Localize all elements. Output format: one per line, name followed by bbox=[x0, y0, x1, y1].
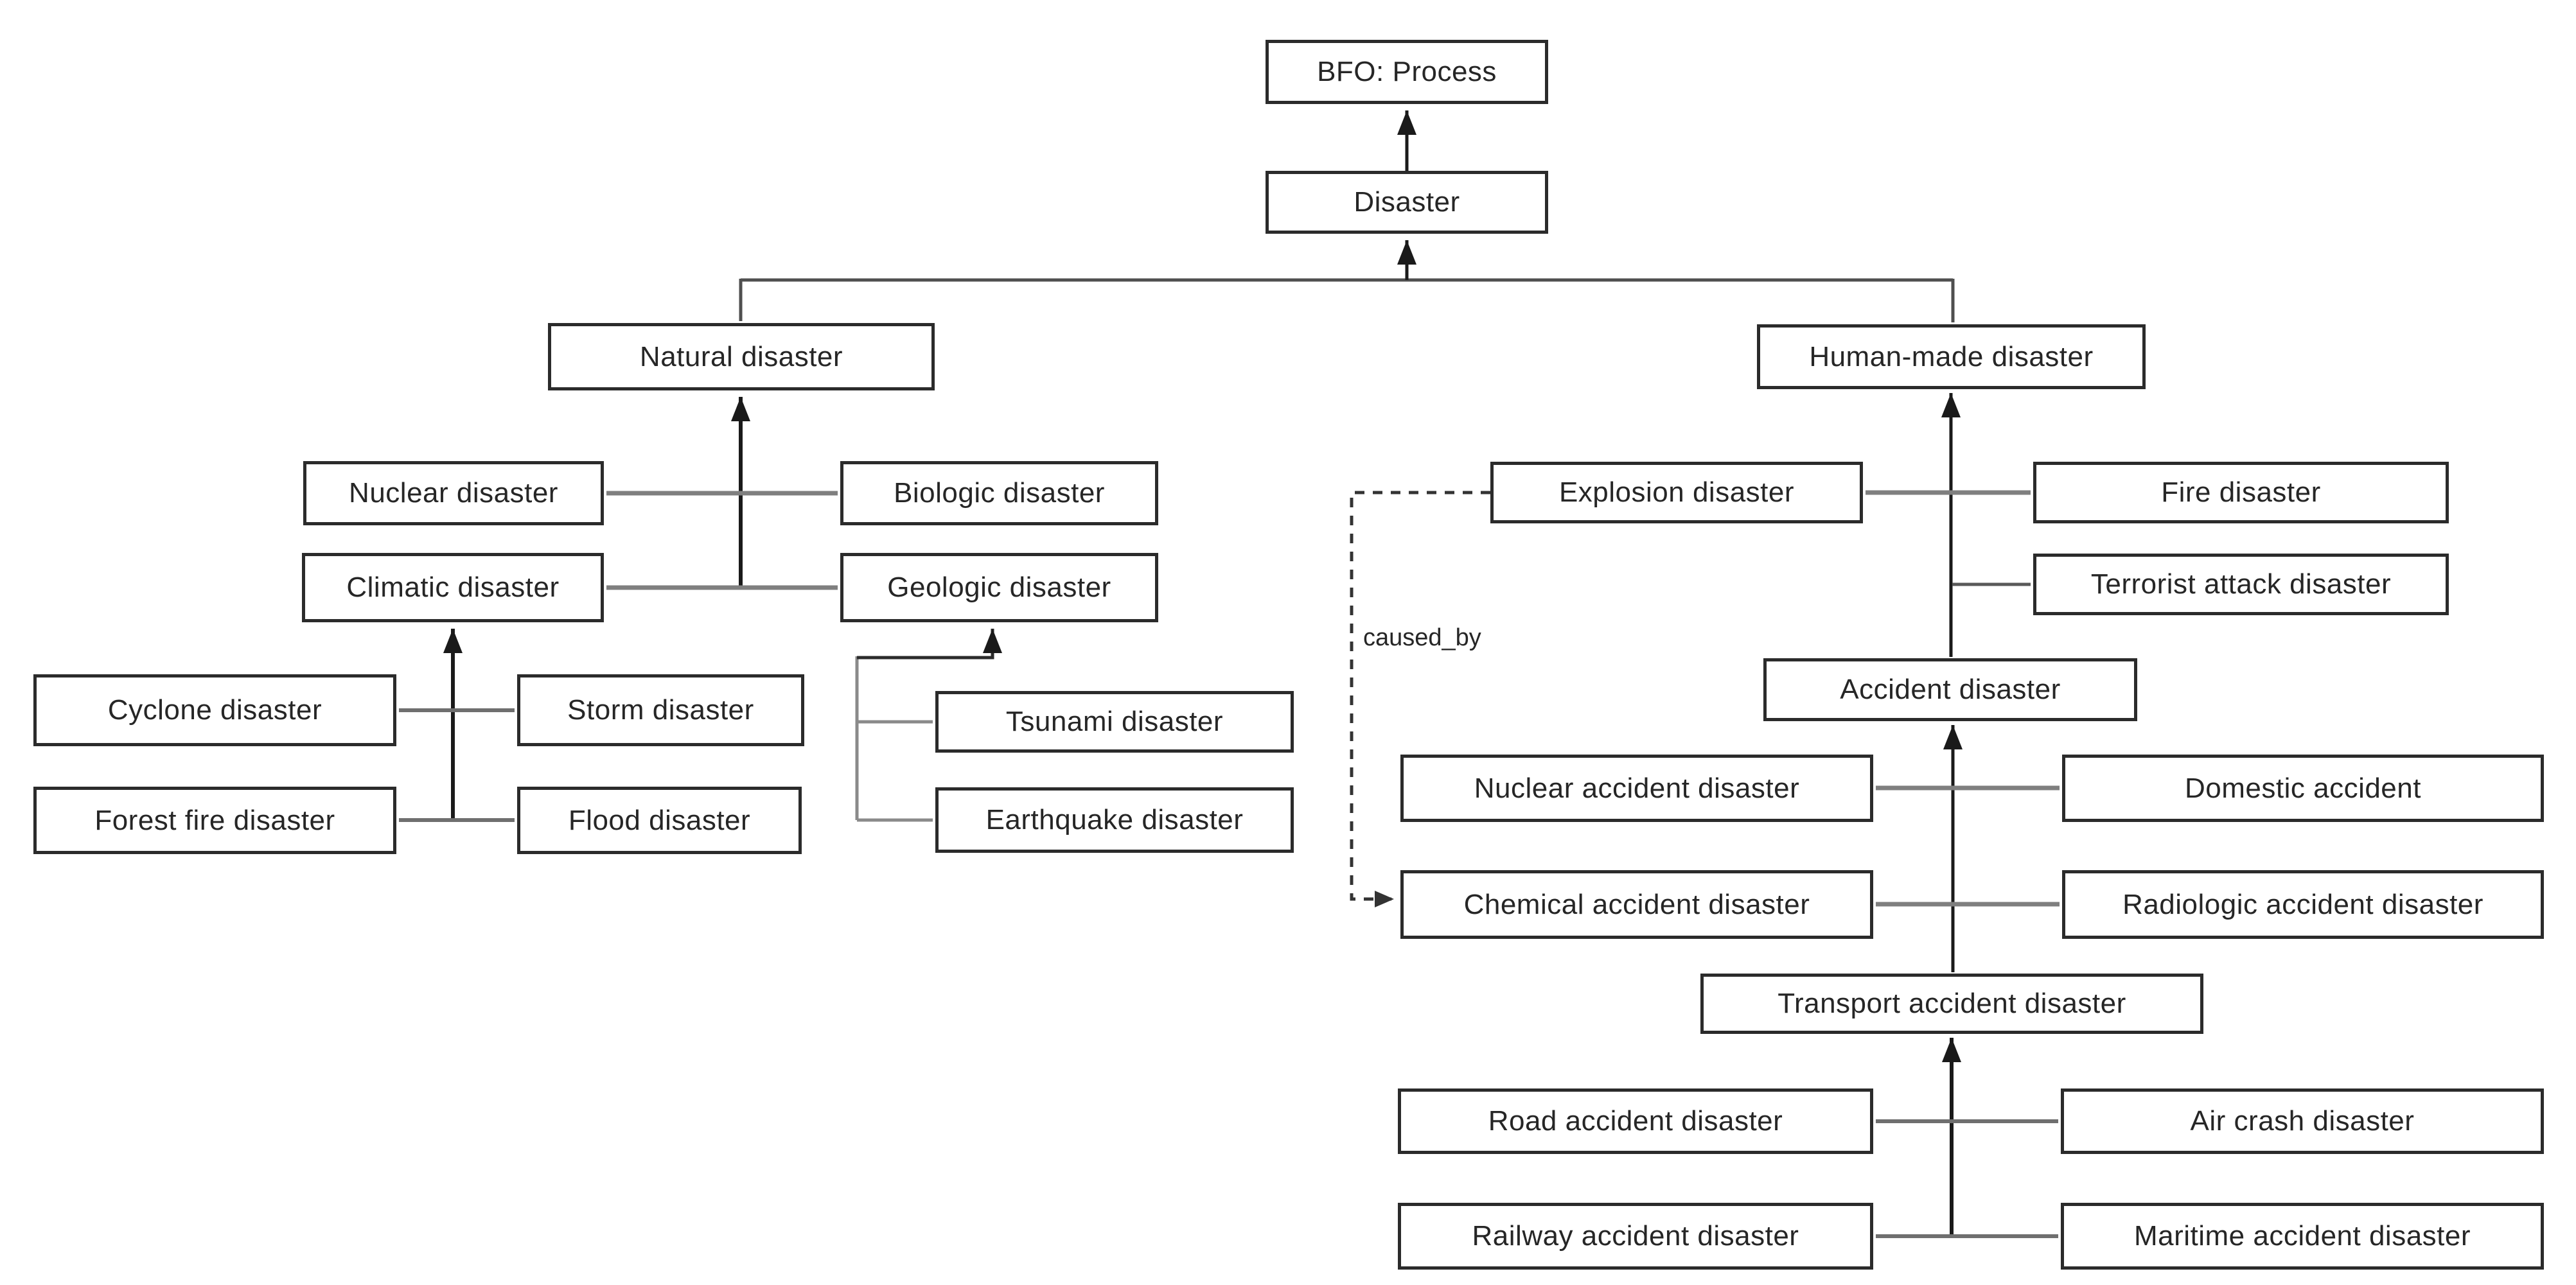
node-fire-disaster: Fire disaster bbox=[2033, 462, 2449, 523]
edge-caused-by-dashed bbox=[1350, 491, 1490, 907]
node-forest-fire-disaster: Forest fire disaster bbox=[33, 787, 396, 854]
node-accident-disaster: Accident disaster bbox=[1763, 658, 2137, 721]
node-maritime-accident-disaster: Maritime accident disaster bbox=[2061, 1203, 2544, 1270]
node-terrorist-attack-disaster: Terrorist attack disaster bbox=[2033, 554, 2449, 615]
node-flood-disaster: Flood disaster bbox=[517, 787, 802, 854]
node-domestic-accident: Domestic accident bbox=[2062, 755, 2544, 822]
node-storm-disaster: Storm disaster bbox=[517, 674, 804, 746]
node-nuclear-accident-disaster: Nuclear accident disaster bbox=[1400, 755, 1873, 822]
node-human-made-disaster: Human-made disaster bbox=[1757, 324, 2146, 389]
node-road-accident-disaster: Road accident disaster bbox=[1398, 1088, 1873, 1154]
node-bfo-process: BFO: Process bbox=[1266, 40, 1548, 104]
node-chemical-accident-disaster: Chemical accident disaster bbox=[1400, 870, 1873, 939]
node-natural-disaster: Natural disaster bbox=[548, 323, 935, 390]
node-transport-accident-disaster: Transport accident disaster bbox=[1700, 974, 2203, 1034]
node-earthquake-disaster: Earthquake disaster bbox=[935, 787, 1294, 853]
node-tsunami-disaster: Tsunami disaster bbox=[935, 691, 1294, 753]
edge-children-to-geologic-arrow bbox=[857, 629, 1002, 660]
node-climatic-disaster: Climatic disaster bbox=[302, 553, 604, 622]
node-explosion-disaster: Explosion disaster bbox=[1490, 462, 1863, 523]
node-disaster: Disaster bbox=[1266, 171, 1548, 234]
node-radiologic-accident-disaster: Radiologic accident disaster bbox=[2062, 870, 2544, 939]
node-railway-accident-disaster: Railway accident disaster bbox=[1398, 1203, 1873, 1270]
node-biologic-disaster: Biologic disaster bbox=[840, 461, 1158, 525]
node-air-crash-disaster: Air crash disaster bbox=[2061, 1088, 2544, 1154]
node-geologic-disaster: Geologic disaster bbox=[840, 553, 1158, 622]
node-cyclone-disaster: Cyclone disaster bbox=[33, 674, 396, 746]
caused-by-label: caused_by bbox=[1363, 624, 1481, 651]
node-nuclear-disaster: Nuclear disaster bbox=[303, 461, 604, 525]
